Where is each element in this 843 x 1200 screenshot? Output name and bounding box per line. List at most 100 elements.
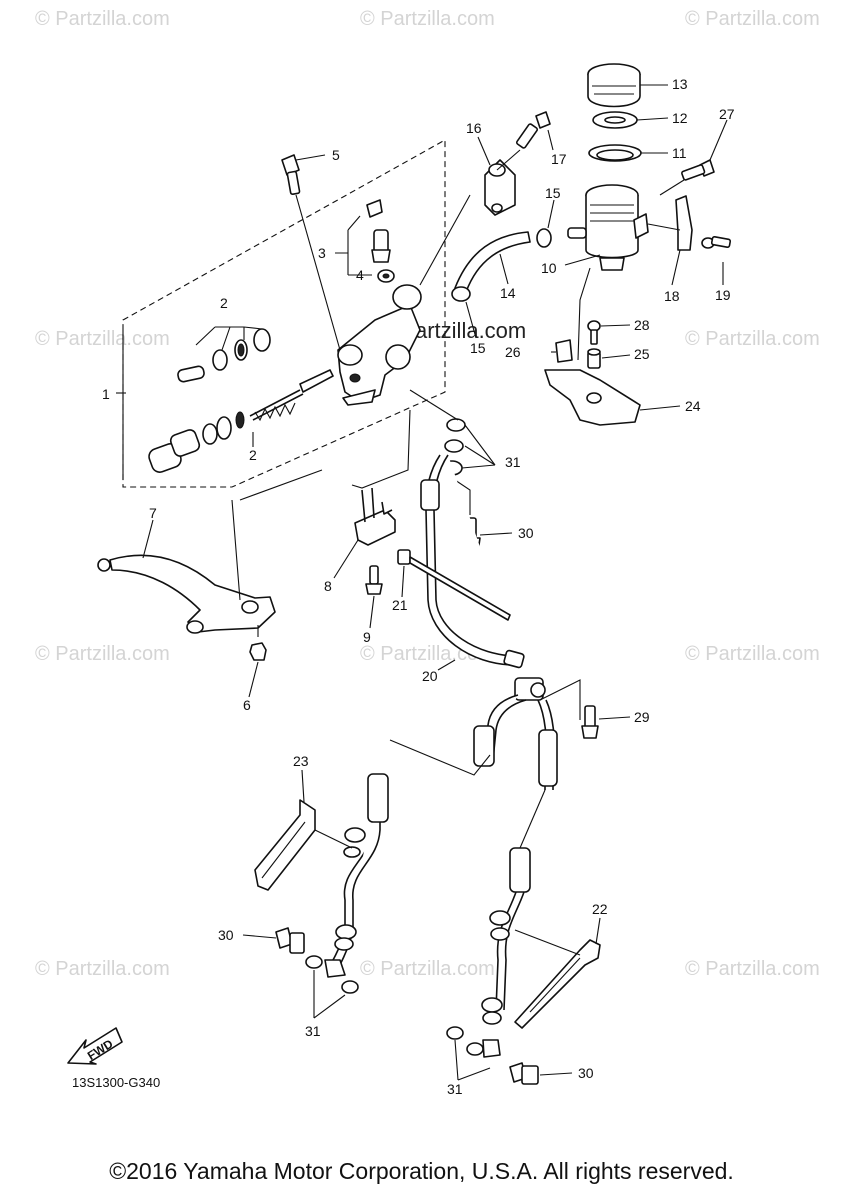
leader-line [547, 199, 555, 229]
leader-line [598, 716, 631, 720]
brake-hose-main [420, 454, 525, 669]
callout-21: 21 [392, 597, 408, 613]
watermark: © Partzilla.com [360, 8, 495, 30]
leader-line [709, 119, 728, 161]
leader-line [496, 149, 521, 171]
callout-3: 3 [318, 245, 326, 261]
leader-line [195, 326, 263, 351]
leader-line [600, 324, 631, 327]
leader-line [659, 179, 685, 196]
leader-line [419, 194, 471, 286]
hose-clip-upper [536, 228, 552, 248]
leader-line [499, 253, 509, 285]
reservoir-cap [587, 63, 641, 108]
callout-14: 14 [500, 285, 516, 301]
callout-31: 31 [305, 1023, 321, 1039]
callout-6: 6 [243, 697, 251, 713]
holder-bolt [516, 111, 551, 149]
leader-line [335, 215, 372, 276]
pivot-bolt [281, 154, 301, 196]
stay-clip [555, 339, 573, 363]
callout-31: 31 [505, 454, 521, 470]
forward-direction-arrow: FWD [67, 1027, 123, 1065]
callout-4: 4 [356, 267, 364, 283]
callout-2: 2 [220, 295, 228, 311]
copper-washers-right [446, 1026, 484, 1056]
piston-seal-kit-upper [177, 328, 271, 383]
callout-8: 8 [324, 578, 332, 594]
leader-line [477, 136, 491, 166]
leader-line [389, 739, 491, 776]
bracket-bolt [681, 159, 715, 181]
hose-joint [514, 677, 546, 701]
callout-10: 10 [541, 260, 557, 276]
leader-line [639, 405, 681, 411]
brake-light-switch [354, 487, 396, 546]
callout-30: 30 [518, 525, 534, 541]
callout-12: 12 [672, 110, 688, 126]
leader-line [647, 223, 681, 286]
callout-30: 30 [218, 927, 234, 943]
reservoir-tank [567, 184, 649, 271]
leader-line [539, 679, 581, 720]
callout-numbers: 1 2 2 3 4 5 6 7 8 9 10 11 12 13 14 15 15… [102, 76, 735, 1097]
callout-7: 7 [149, 505, 157, 521]
callout-24: 24 [685, 398, 701, 414]
callout-26: 26 [505, 344, 521, 360]
leader-line [142, 519, 154, 559]
leader-line [564, 254, 601, 266]
watermarks: © Partzilla.com © Partzilla.com © Partzi… [35, 8, 820, 980]
callout-22: 22 [592, 901, 608, 917]
hose-guide-right [514, 939, 601, 1029]
watermark: © Partzilla.com [685, 643, 820, 665]
pivot-nut [249, 642, 267, 661]
callout-13: 13 [672, 76, 688, 92]
leader-line [437, 659, 456, 671]
leader-line [409, 389, 459, 421]
leader-line [577, 267, 591, 361]
leader-line [369, 595, 375, 629]
watermark: © Partzilla.com [35, 958, 170, 980]
leader-line [295, 154, 341, 351]
leader-line [601, 354, 631, 359]
master-cylinder-body [337, 284, 422, 406]
leader-line [301, 769, 305, 803]
hose-clip-lower [451, 286, 471, 302]
watermark: © Partzilla.com [35, 8, 170, 30]
diaphragm-plate [592, 111, 638, 129]
stay-collar [587, 348, 601, 369]
leader-line [333, 539, 359, 579]
brake-hose-right [481, 699, 558, 1058]
leader-line [242, 934, 277, 939]
leader-line [451, 477, 513, 536]
callout-27: 27 [719, 106, 735, 122]
watermark: © Partzilla.com [685, 8, 820, 30]
piston-assembly-lower [148, 369, 334, 473]
leader-line [313, 970, 346, 1019]
watermark: © Partzilla.com [685, 328, 820, 350]
callout-25: 25 [634, 346, 650, 362]
leader-line [248, 661, 259, 698]
callout-30: 30 [578, 1065, 594, 1081]
leader-line [595, 917, 601, 945]
copper-washers-left [305, 955, 359, 994]
callout-15: 15 [470, 340, 486, 356]
switch-screw [365, 565, 383, 595]
union-bolt-left [275, 927, 305, 954]
callout-17: 17 [551, 151, 567, 167]
callout-1: 1 [102, 386, 110, 402]
callout-11: 11 [672, 145, 687, 161]
master-cylinder-holder [484, 159, 516, 216]
stay-screw [587, 320, 601, 345]
leader-line [461, 424, 496, 469]
leader-line [636, 117, 669, 121]
leader-line [465, 301, 477, 339]
callout-9: 9 [363, 629, 371, 645]
leader-line [401, 565, 405, 598]
brake-lever [97, 554, 276, 634]
reservoir-bracket [675, 195, 693, 251]
callout-20: 20 [422, 668, 438, 684]
watermark: © Partzilla.com [35, 643, 170, 665]
brake-hose-left [324, 694, 527, 978]
